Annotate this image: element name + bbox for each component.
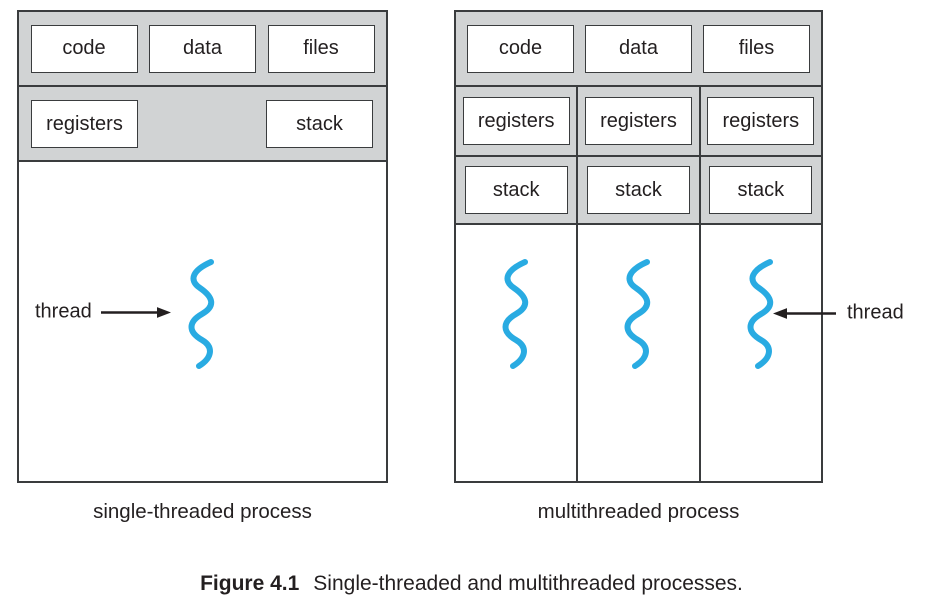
stack-cell: stack [456, 157, 577, 225]
stack-box: stack [464, 166, 568, 214]
thread-squiggle-icon [625, 259, 651, 369]
data-label: data [183, 37, 222, 59]
thread-column-1: registers stack [456, 87, 577, 481]
files-box: files [703, 24, 810, 73]
stack-label: stack [615, 178, 662, 201]
registers-box: registers [462, 97, 570, 145]
data-label: data [619, 37, 658, 59]
files-label: files [738, 37, 775, 59]
stack-box: stack [266, 100, 373, 148]
thread-columns: registers stack registers [456, 87, 821, 481]
files-box: files [267, 24, 375, 73]
code-label: code [62, 37, 106, 59]
thread-squiggle-icon [747, 259, 773, 369]
stack-box: stack [586, 166, 691, 214]
arrow-left-icon [773, 307, 836, 319]
process-body: thread [19, 162, 386, 481]
thread-column-2: registers stack [576, 87, 699, 481]
resources-band: code data files [19, 12, 386, 87]
stack-box: stack [709, 166, 813, 214]
registers-box: registers [31, 100, 138, 148]
files-label: files [303, 37, 339, 59]
thread-squiggle-icon [188, 259, 215, 369]
stack-cell: stack [700, 157, 821, 225]
thread-annotation: thread [35, 301, 172, 324]
registers-stack-band: registers stack [19, 87, 386, 162]
arrow-right-icon [100, 306, 171, 318]
single-threaded-caption: single-threaded process [93, 500, 312, 523]
thread-area [701, 225, 821, 481]
stack-label: stack [296, 112, 343, 135]
registers-label: registers [477, 109, 555, 132]
thread-squiggle-icon [502, 259, 529, 369]
stack-label: stack [737, 178, 785, 201]
registers-cell: registers [456, 87, 577, 157]
multithreaded-caption: multithreaded process [537, 500, 740, 523]
thread-area [578, 225, 698, 481]
thread-label: thread [847, 301, 904, 324]
registers-cell: registers [578, 87, 699, 157]
code-box: code [30, 24, 138, 73]
registers-label: registers [722, 109, 800, 132]
code-box: code [467, 24, 574, 73]
registers-label: registers [600, 109, 677, 132]
figure-caption: Figure 4.1 Single-threaded and multithrea… [0, 572, 943, 596]
figure-number: Figure 4.1 [200, 572, 300, 595]
registers-box: registers [584, 97, 693, 145]
thread-column-3: registers stack [698, 87, 821, 481]
registers-cell: registers [700, 87, 821, 157]
registers-label: registers [46, 112, 123, 135]
figure-title: Single-threaded and multithreaded proces… [313, 572, 743, 595]
thread-area [456, 225, 576, 481]
thread-label: thread [35, 300, 92, 323]
stack-cell: stack [578, 157, 699, 225]
multithreaded-process-diagram: code data files registers stack [454, 10, 823, 483]
thread-annotation: thread [772, 302, 904, 325]
code-label: code [498, 37, 543, 59]
resources-band: code data files [456, 12, 821, 87]
data-box: data [585, 24, 692, 73]
single-threaded-process-diagram: code data files registers stack thread [17, 10, 388, 483]
stack-label: stack [492, 178, 540, 201]
registers-box: registers [707, 97, 815, 145]
data-box: data [149, 24, 256, 73]
